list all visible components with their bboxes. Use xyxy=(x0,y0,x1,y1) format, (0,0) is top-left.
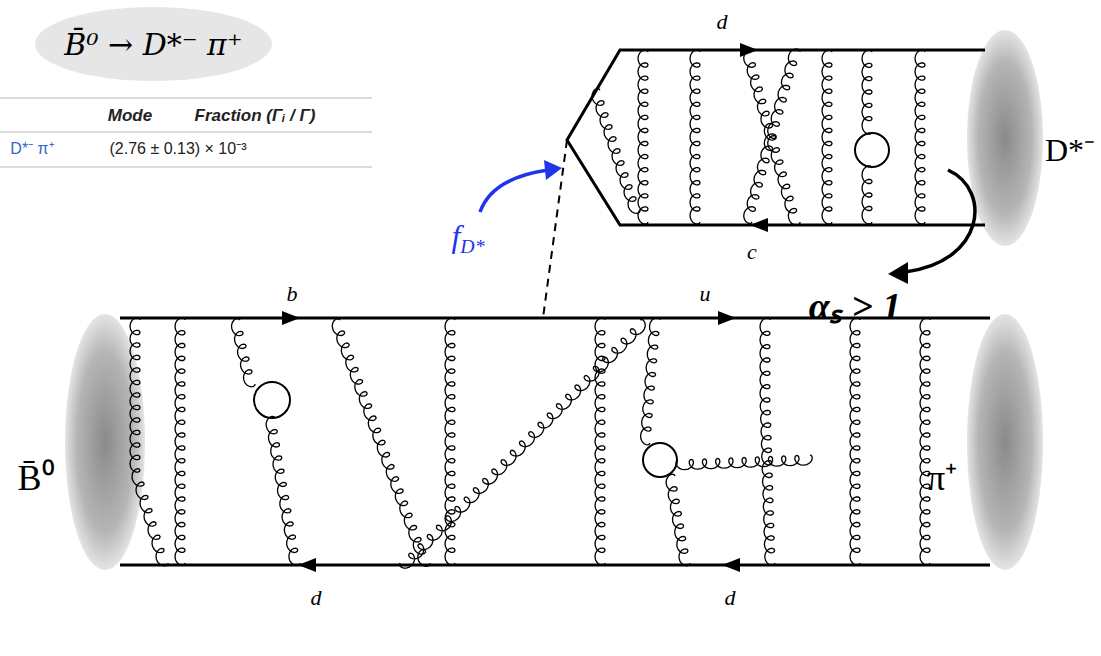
quark-label: d xyxy=(717,11,728,33)
table-cell: (2.76 ± 0.13) × 10⁻³ xyxy=(110,141,247,157)
callout-arrowhead xyxy=(888,262,908,284)
callout-arrow xyxy=(905,170,975,272)
gluon xyxy=(676,455,812,470)
quark-lines xyxy=(120,50,990,565)
table-cell: D*⁻ π⁺ xyxy=(10,141,53,157)
gluon xyxy=(822,50,832,224)
table-header: Mode xyxy=(108,107,152,124)
gluon xyxy=(760,318,770,402)
gluon xyxy=(232,319,256,387)
quark-loop xyxy=(643,443,677,477)
gluon xyxy=(595,318,605,565)
gluon xyxy=(915,50,925,224)
hadron-blob xyxy=(967,30,1043,246)
gluon xyxy=(638,50,648,224)
quark-label: u xyxy=(700,283,711,305)
gluon xyxy=(592,89,640,214)
gluon xyxy=(132,469,168,566)
quark-label: d xyxy=(725,587,736,609)
quark-label: b xyxy=(287,283,298,305)
quark-loop xyxy=(254,382,290,418)
gluon xyxy=(666,474,690,566)
gluon xyxy=(400,320,646,569)
gluon xyxy=(850,318,860,565)
callout-arrowhead xyxy=(544,160,562,180)
gluon-lines xyxy=(130,49,930,568)
hadron-blob xyxy=(967,314,1043,570)
title-ellipse: B̄⁰ → D*⁻ π⁺ xyxy=(34,6,273,82)
gluon xyxy=(920,318,930,565)
gluon xyxy=(760,398,775,565)
meson-label: π⁺ xyxy=(927,460,957,496)
quark-loop xyxy=(855,133,889,167)
hadron-blob xyxy=(65,314,145,570)
quark-arrows xyxy=(282,43,768,572)
gluon xyxy=(130,318,140,472)
gluon xyxy=(690,50,700,224)
title-text: B̄⁰ → D*⁻ π⁺ xyxy=(64,27,242,62)
gluon xyxy=(862,50,872,134)
coupling-label: αₛ > 1 xyxy=(809,287,902,325)
gluon xyxy=(175,318,185,565)
gluon xyxy=(862,166,872,224)
quark-label: c xyxy=(747,241,757,263)
table-rules xyxy=(0,98,372,167)
callout-arrow xyxy=(480,170,548,212)
gluon xyxy=(266,416,300,565)
decay-constant-label: fD* xyxy=(451,220,484,257)
gluon xyxy=(744,49,800,224)
meson-label: B̄⁰ xyxy=(17,460,54,496)
table-header: Fraction (Γᵢ / Γ) xyxy=(195,107,316,124)
gluon xyxy=(641,318,660,445)
w-boson-line xyxy=(543,140,567,318)
meson-label: D*⁻ xyxy=(1045,134,1095,166)
quark-label: d xyxy=(311,587,322,609)
gluon xyxy=(445,318,455,565)
gluon xyxy=(332,319,430,567)
